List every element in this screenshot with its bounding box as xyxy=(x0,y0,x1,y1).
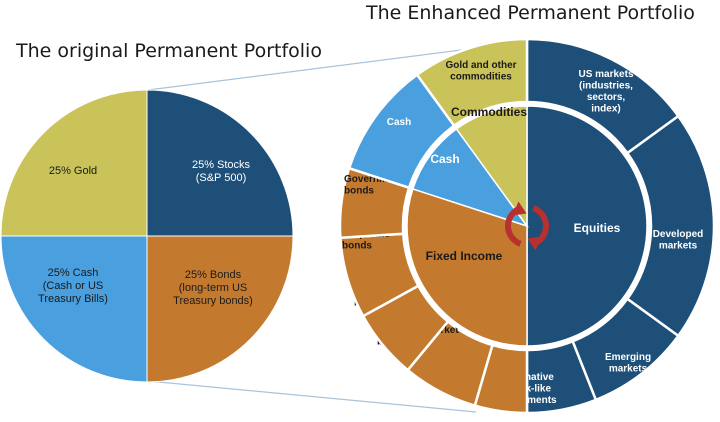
original-slice-2 xyxy=(0,235,148,383)
enhanced-inner-label-1: Fixed Income xyxy=(426,249,503,263)
rebalance-arrow-icon xyxy=(505,206,522,247)
enhanced-inner-label-3: Commodities xyxy=(451,105,527,119)
rebalance-arrow-icon xyxy=(532,205,549,246)
enhanced-inner-slice-0 xyxy=(526,105,648,347)
enhanced-outer-label-0: US markets(industries,sectors,index) xyxy=(578,69,633,115)
original-slice-1 xyxy=(146,235,294,383)
rebalance-arrowhead-icon xyxy=(527,236,542,251)
rebalance-arrowhead-icon xyxy=(512,201,527,216)
enhanced-inner-label-2: Cash xyxy=(430,152,459,166)
enhanced-inner-slice-3 xyxy=(455,105,528,229)
original-slice-label-0: 25% Stocks(S&P 500) xyxy=(192,159,251,184)
original-portfolio-title: The original Permanent Portfolio xyxy=(16,40,322,62)
enhanced-portfolio-title: The Enhanced Permanent Portfolio xyxy=(366,2,695,24)
enhanced-outer-label-9: Cash xyxy=(387,117,411,128)
original-slice-0 xyxy=(146,89,294,237)
original-slice-label-3: 25% Gold xyxy=(49,165,97,177)
original-slice-3 xyxy=(0,89,148,237)
enhanced-inner-label-0: Equities xyxy=(574,221,621,235)
enhanced-inner-slice-2 xyxy=(411,127,529,228)
enhanced-inner-slice-1 xyxy=(406,187,528,347)
connector-line-bottom xyxy=(147,380,477,413)
